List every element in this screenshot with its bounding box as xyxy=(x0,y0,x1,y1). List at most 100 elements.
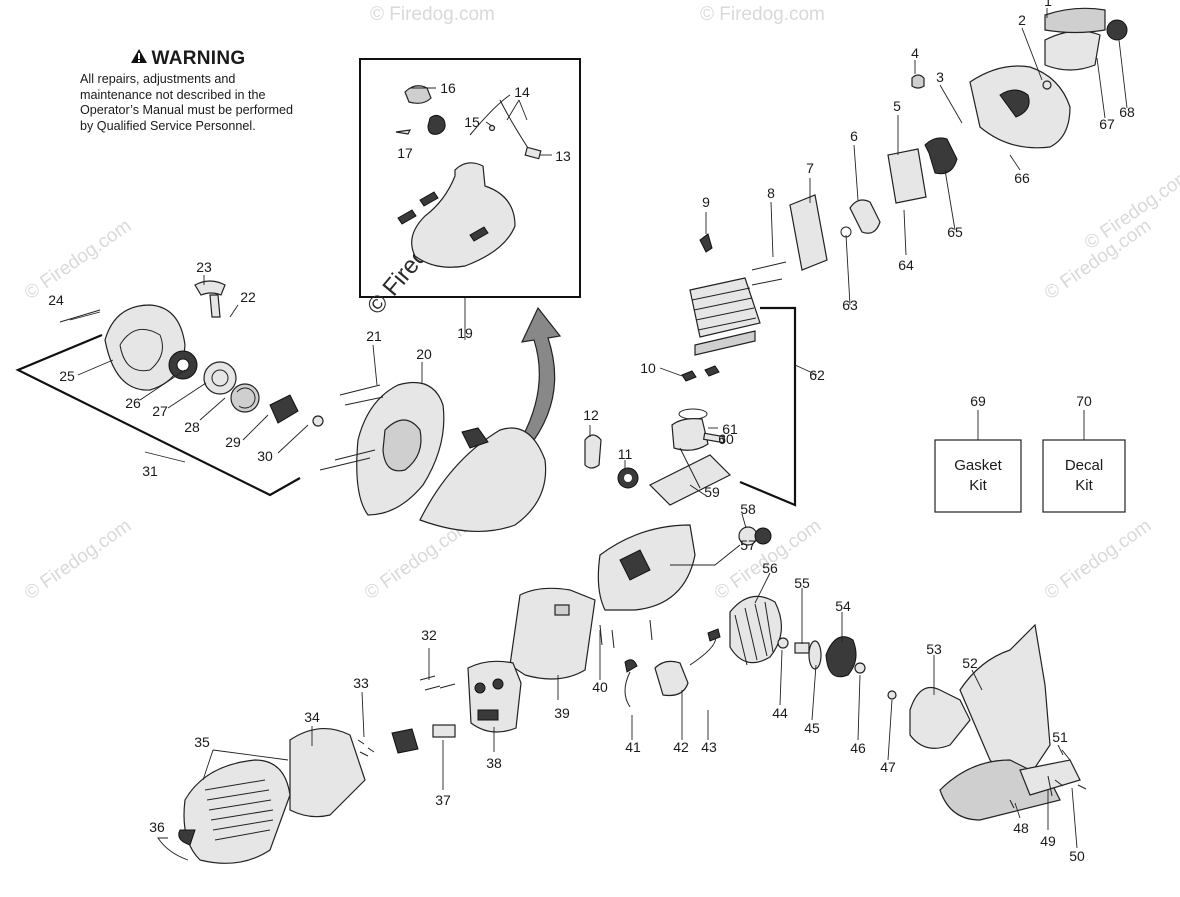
bearing-12-part xyxy=(584,434,602,469)
guard-tab xyxy=(178,829,196,846)
part-number-63: 63 xyxy=(842,297,858,313)
part-number-69: 69 xyxy=(970,393,986,409)
piston-ring-part xyxy=(678,408,708,420)
piston-part xyxy=(671,418,709,451)
gasket-kit-label: Gasket xyxy=(954,457,1002,474)
part-number-7: 7 xyxy=(806,160,814,176)
part-number-50: 50 xyxy=(1069,848,1085,864)
part-number-44: 44 xyxy=(772,705,788,721)
part-number-61: 61 xyxy=(722,421,738,437)
part-number-9: 9 xyxy=(702,194,710,210)
part-number-15: 15 xyxy=(464,114,480,130)
part-number-49: 49 xyxy=(1040,833,1056,849)
part-number-16: 16 xyxy=(440,80,456,96)
part-number-14: 14 xyxy=(514,84,530,100)
recoil-spring-part xyxy=(203,361,237,395)
guard-grille xyxy=(204,779,274,841)
clutch-54-part xyxy=(825,636,857,678)
part-number-33: 33 xyxy=(353,675,369,691)
part-number-53: 53 xyxy=(926,641,942,657)
watermark: © Firedog.com xyxy=(1041,515,1155,604)
part-number-17: 17 xyxy=(397,145,413,161)
starter-assembly xyxy=(59,280,324,427)
gasket-kit-box: Gasket Kit 69 xyxy=(934,393,1022,513)
muffler-port xyxy=(492,678,504,690)
leader-lines xyxy=(69,8,1128,861)
part-number-25: 25 xyxy=(59,368,75,384)
part-number-37: 37 xyxy=(435,792,451,808)
muffler-38-part xyxy=(467,660,522,733)
sleeve-55-part xyxy=(794,642,810,654)
bracket-31 xyxy=(15,333,301,497)
washer-47-part xyxy=(887,690,897,700)
starter-housing-detail xyxy=(119,328,163,372)
cylinder-assembly xyxy=(689,7,1128,356)
part-number-26: 26 xyxy=(125,395,141,411)
decal-kit-label: Kit xyxy=(1075,477,1093,494)
fuel-filter-part xyxy=(427,114,446,135)
piston-crank-assembly xyxy=(584,365,772,546)
part-number-2: 2 xyxy=(1018,12,1026,28)
part-number-1: 1 xyxy=(1044,0,1052,9)
part-number-19: 19 xyxy=(457,325,473,341)
part-number-68: 68 xyxy=(1119,104,1135,120)
filter-housing-hole xyxy=(999,89,1030,118)
part-number-51: 51 xyxy=(1052,729,1068,745)
muffler-outlet xyxy=(477,709,499,721)
part-number-41: 41 xyxy=(625,739,641,755)
part-number-labels: 1 2 3 4 5 6 7 8 9 10 11 12 13 14 15 16 1… xyxy=(48,0,1135,864)
engine-housing xyxy=(319,381,547,532)
inset-arrow xyxy=(517,306,562,449)
carburetor-part xyxy=(924,137,958,175)
part-number-40: 40 xyxy=(592,679,608,695)
knob-68-part xyxy=(1106,19,1128,41)
part-number-39: 39 xyxy=(554,705,570,721)
part-number-30: 30 xyxy=(257,448,273,464)
part-number-22: 22 xyxy=(240,289,256,305)
part-number-60: 60 xyxy=(718,431,734,447)
warning-triangle-icon xyxy=(130,48,148,70)
part-number-65: 65 xyxy=(947,224,963,240)
fuel-line-part xyxy=(469,94,529,149)
seal-part xyxy=(395,129,412,135)
part-number-64: 64 xyxy=(898,257,914,273)
fuel-pickup-part xyxy=(524,146,542,160)
starter-housing-part xyxy=(104,304,186,391)
screw-24 xyxy=(59,309,101,323)
bearing-58-part xyxy=(754,527,772,545)
washer-46-part xyxy=(854,662,866,674)
primer-bulb-part xyxy=(911,74,925,89)
ignition-coil-part xyxy=(654,660,689,697)
intake-adapter-part xyxy=(849,199,881,234)
starter-handle-part xyxy=(194,280,226,318)
part-number-45: 45 xyxy=(804,720,820,736)
part-number-3: 3 xyxy=(936,69,944,85)
coil-terminals xyxy=(624,628,721,673)
part-number-70: 70 xyxy=(1076,393,1092,409)
part-number-48: 48 xyxy=(1013,820,1029,836)
part-number-47: 47 xyxy=(880,759,896,775)
part-number-31: 31 xyxy=(142,463,158,479)
warning-notice: WARNING All repairs, adjustments and mai… xyxy=(80,48,295,134)
fuel-tank-part xyxy=(411,162,516,268)
part-number-24: 24 xyxy=(48,292,64,308)
part-number-21: 21 xyxy=(366,328,382,344)
gasket-part xyxy=(391,728,419,754)
bearing-hole xyxy=(624,474,632,482)
shield-vent xyxy=(554,604,570,616)
decal-kit-frame xyxy=(1042,439,1126,513)
part-number-58: 58 xyxy=(740,501,756,517)
spring-coil xyxy=(236,387,256,409)
part-number-59: 59 xyxy=(704,484,720,500)
gasket-kit-label: Kit xyxy=(969,477,987,494)
fuel-tank-inset: © Firedog.com xyxy=(359,58,581,320)
screws-40 xyxy=(599,619,653,649)
part-number-29: 29 xyxy=(225,434,241,450)
part-number-38: 38 xyxy=(486,755,502,771)
cylinder-base xyxy=(694,330,756,356)
muffler-shield-39-part xyxy=(509,587,596,680)
part-number-13: 13 xyxy=(555,148,571,164)
watermark: © Firedog.com xyxy=(21,215,135,304)
air-filter-cover-part xyxy=(1044,7,1106,34)
